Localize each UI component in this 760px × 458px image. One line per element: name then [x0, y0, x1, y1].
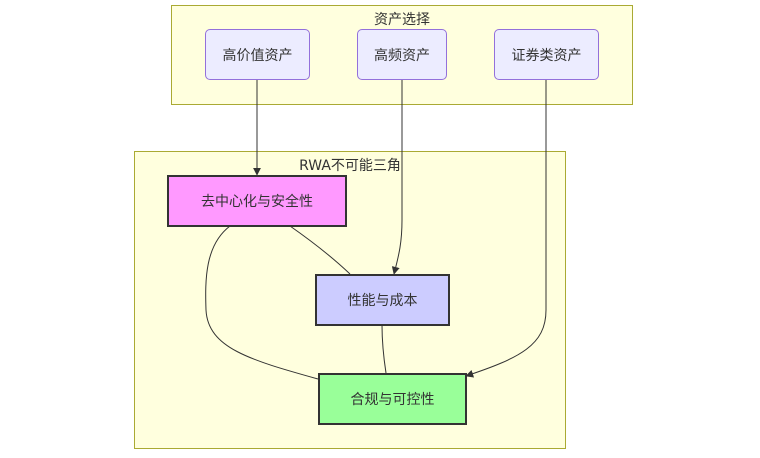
node-high-frequency-asset[interactable]: 高频资产 [357, 29, 447, 80]
node-compliance-control[interactable]: 合规与可控性 [318, 373, 467, 425]
node-performance-cost[interactable]: 性能与成本 [315, 274, 450, 326]
node-label: 证券类资产 [511, 47, 582, 64]
node-label: 高价值资产 [222, 47, 293, 64]
cluster-title-rwa-triangle: RWA不可能三角 [299, 158, 401, 174]
node-decentralization-security[interactable]: 去中心化与安全性 [167, 175, 347, 227]
node-label: 去中心化与安全性 [201, 194, 313, 210]
node-label: 合规与可控性 [350, 392, 435, 408]
node-label: 性能与成本 [347, 293, 418, 309]
node-high-value-asset[interactable]: 高价值资产 [205, 29, 310, 80]
node-label: 高频资产 [374, 47, 430, 64]
node-securities-asset[interactable]: 证券类资产 [494, 29, 599, 80]
cluster-title-asset-selection: 资产选择 [374, 12, 430, 28]
